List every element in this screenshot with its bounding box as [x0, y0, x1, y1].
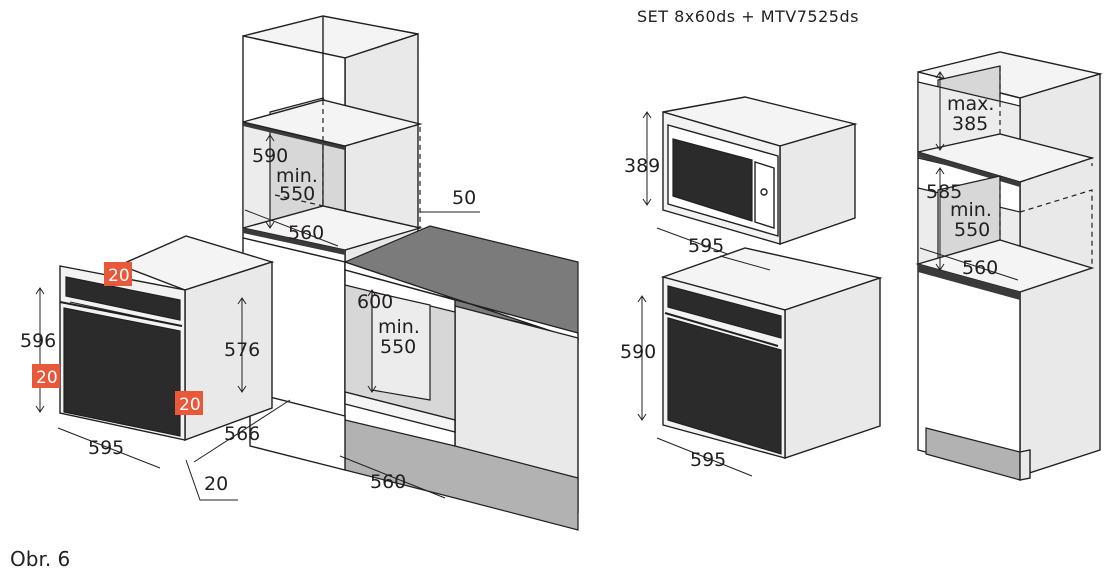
niche-width-label: 560 [288, 222, 324, 244]
right-oven-dimensions [637, 255, 771, 477]
badge-top: 20 [104, 262, 132, 286]
badge-right: 20 [175, 391, 203, 415]
left-oven-width-label: 595 [88, 437, 124, 459]
left-oven-body-height-label: 576 [224, 339, 260, 361]
badge-right-text: 20 [179, 395, 201, 415]
right-niche-width-label: 560 [962, 257, 998, 279]
left-oven-dimensions [35, 287, 291, 501]
tall-cabinet-right [915, 51, 1103, 481]
right-oven-width-label: 595 [690, 449, 726, 471]
niche-min-prefix: min. [276, 165, 318, 187]
oven-right [660, 247, 883, 459]
base-width-label: 560 [370, 471, 406, 493]
right-max-height-label: 385 [952, 113, 988, 135]
left-oven-height-label: 596 [20, 330, 56, 352]
oven-left [59, 235, 275, 442]
microwave-height-label: 389 [624, 155, 660, 177]
right-max-prefix: max. [947, 93, 994, 115]
right-oven-height-label: 590 [620, 341, 656, 363]
badge-top-text: 20 [108, 266, 130, 286]
right-min-height-label: 550 [954, 219, 990, 241]
under-counter-min-height-label: 550 [380, 336, 416, 358]
middle-cabinet-dimensions [244, 134, 480, 499]
under-counter-min-prefix: min. [378, 316, 420, 338]
figure-caption: Obr. 6 [10, 547, 70, 571]
set-title: SET 8x60ds + MTV7525ds [637, 7, 859, 26]
niche-min-height-label: 550 [279, 183, 315, 205]
left-oven-gap-label: 20 [204, 473, 228, 495]
counter-thickness-label: 50 [452, 187, 476, 209]
badge-left-text: 20 [36, 368, 58, 388]
right-niche-height-label: 585 [926, 181, 962, 203]
right-min-prefix: min. [950, 199, 992, 221]
badge-left: 20 [32, 364, 60, 388]
under-counter-height-label: 600 [357, 291, 393, 313]
left-oven-depth-label: 566 [224, 423, 260, 445]
microwave-width-label: 595 [688, 235, 724, 257]
niche-height-label: 590 [252, 145, 288, 167]
right-cabinet-dimensions [919, 71, 1019, 281]
microwave [662, 96, 858, 245]
